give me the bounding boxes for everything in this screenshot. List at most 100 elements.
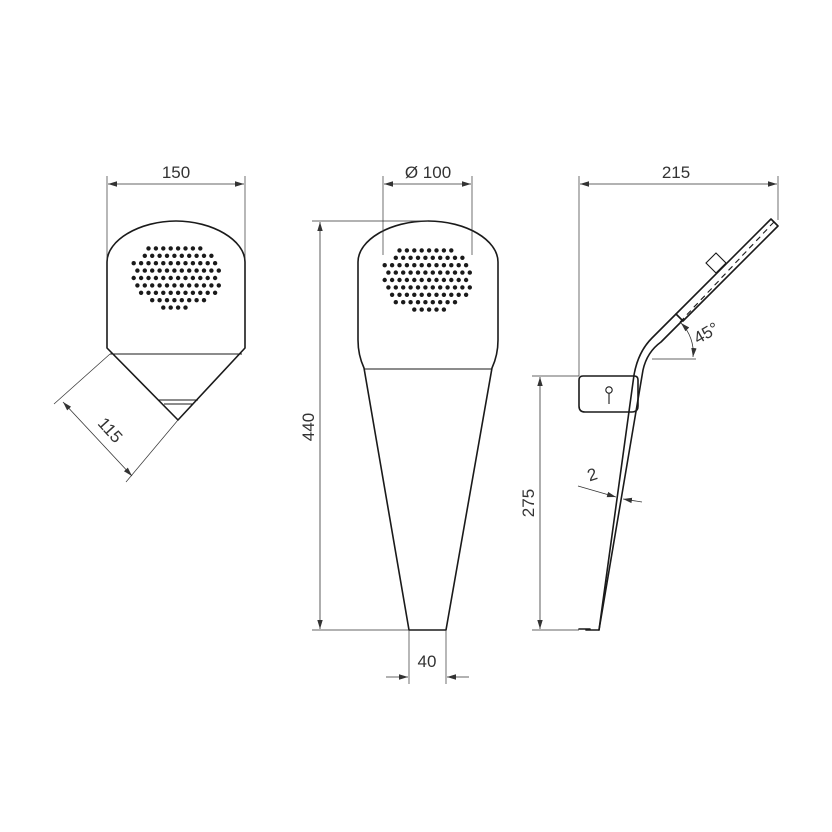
nozzle-hole: [216, 268, 221, 273]
nozzle-hole: [397, 263, 402, 268]
profile-view: 215 275 2 45°: [519, 163, 779, 631]
nozzle-hole: [434, 277, 439, 283]
nozzle-hole: [172, 253, 177, 258]
front-head-outline: [106, 220, 246, 421]
nozzle-hole: [452, 255, 458, 260]
profile-fin: [679, 317, 685, 323]
nozzle-hole: [441, 292, 447, 297]
nozzle-hole: [408, 300, 413, 305]
nozzle-hole: [150, 253, 155, 258]
nozzle-hole: [161, 246, 166, 251]
nozzle-hole: [198, 261, 203, 266]
nozzle-hole: [438, 300, 443, 305]
nozzle-hole: [463, 277, 469, 283]
nozzle-hole: [426, 263, 432, 268]
nozzle-hole: [389, 263, 395, 268]
nozzle-hole: [183, 246, 188, 251]
side-diameter-label: Ø 100: [405, 163, 451, 182]
front-cone-ext-bottom: [125, 419, 179, 483]
nozzle-hole: [146, 246, 151, 251]
profile-fin: [700, 295, 706, 301]
nozzle-hole: [201, 298, 207, 303]
profile-fin: [769, 221, 775, 227]
nozzle-hole: [190, 261, 196, 266]
nozzle-hole: [449, 277, 454, 283]
front-nozzle-holes: [131, 246, 221, 310]
nozzle-hole: [172, 268, 177, 273]
nozzle-hole: [449, 292, 454, 297]
nozzle-hole: [393, 300, 398, 305]
nozzle-hole: [216, 283, 221, 288]
profile-thickness-dim-right: [622, 497, 643, 504]
nozzle-hole: [438, 255, 443, 260]
nozzle-hole: [404, 277, 410, 283]
profile-keyhole-icon: [605, 386, 613, 394]
nozzle-hole: [426, 248, 432, 253]
profile-fin: [762, 229, 768, 234]
nozzle-hole: [209, 253, 214, 258]
profile-angle-label: 45°: [690, 319, 722, 348]
nozzle-hole: [412, 263, 417, 268]
profile-thickness-label: 2: [585, 464, 600, 485]
profile-arm-inner: [598, 313, 677, 631]
nozzle-hole: [452, 270, 458, 275]
nozzle-hole: [190, 275, 196, 281]
nozzle-hole: [164, 283, 170, 288]
profile-thickness-dim-left: [577, 485, 617, 498]
nozzle-hole: [460, 270, 465, 275]
nozzle-hole: [467, 285, 472, 290]
nozzle-hole: [463, 263, 469, 268]
nozzle-hole: [463, 292, 469, 297]
profile-head-fins: [679, 221, 775, 323]
nozzle-hole: [157, 253, 162, 258]
nozzle-hole: [183, 290, 188, 295]
nozzle-hole: [419, 263, 424, 268]
nozzle-hole: [419, 307, 424, 312]
nozzle-hole: [131, 261, 136, 266]
nozzle-hole: [153, 246, 159, 251]
nozzle-hole: [438, 270, 443, 275]
nozzle-hole: [389, 292, 395, 297]
nozzle-hole: [135, 283, 140, 288]
nozzle-hole: [150, 298, 155, 303]
profile-fin: [728, 265, 733, 271]
nozzle-hole: [168, 290, 173, 295]
nozzle-hole: [408, 285, 413, 290]
nozzle-hole: [153, 275, 159, 281]
profile-fin: [714, 280, 719, 286]
nozzle-hole: [153, 290, 159, 295]
nozzle-hole: [168, 275, 173, 281]
nozzle-hole: [445, 300, 450, 305]
nozzle-hole: [423, 300, 428, 305]
nozzle-hole: [161, 305, 166, 310]
nozzle-hole: [456, 277, 461, 283]
nozzle-hole: [441, 263, 447, 268]
nozzle-hole: [426, 307, 432, 312]
nozzle-hole: [198, 275, 203, 281]
nozzle-hole: [412, 248, 417, 253]
nozzle-hole: [168, 305, 173, 310]
nozzle-hole: [404, 292, 410, 297]
nozzle-hole: [212, 275, 218, 281]
nozzle-hole: [415, 255, 421, 260]
nozzle-hole: [438, 285, 443, 290]
nozzle-hole: [201, 283, 207, 288]
nozzle-hole: [401, 285, 406, 290]
profile-fin: [686, 310, 692, 315]
nozzle-hole: [456, 263, 461, 268]
nozzle-hole: [412, 307, 417, 312]
nozzle-hole: [194, 283, 199, 288]
nozzle-hole: [449, 248, 454, 253]
front-width-label: 150: [162, 163, 190, 182]
nozzle-hole: [415, 270, 421, 275]
nozzle-hole: [190, 246, 196, 251]
nozzle-hole: [430, 285, 435, 290]
nozzle-hole: [157, 283, 162, 288]
nozzle-hole: [441, 277, 447, 283]
nozzle-hole: [194, 298, 199, 303]
nozzle-hole: [434, 292, 439, 297]
nozzle-hole: [175, 275, 181, 281]
nozzle-hole: [434, 263, 439, 268]
nozzle-hole: [150, 283, 155, 288]
